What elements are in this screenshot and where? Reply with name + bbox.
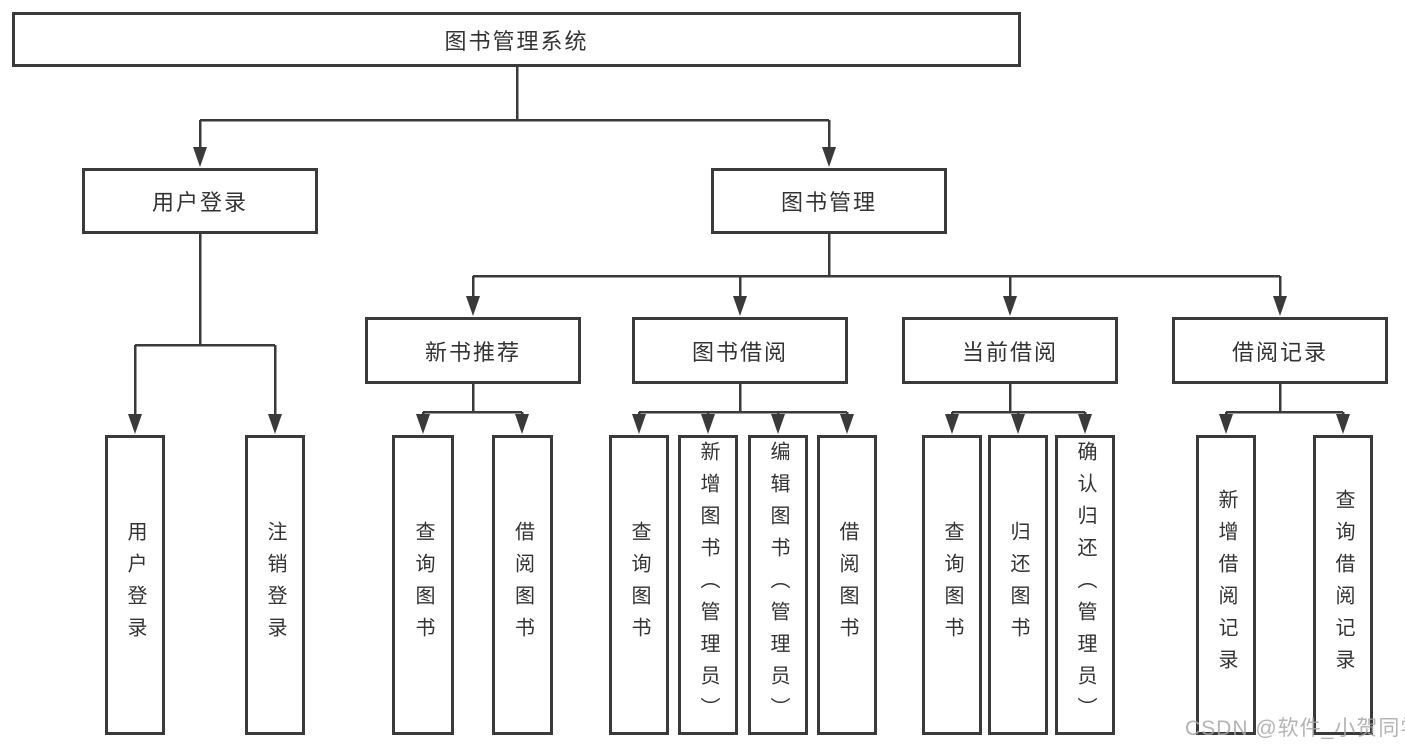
leaf-confirm-return: 确认归还（管理员）	[1055, 435, 1115, 735]
leaf-current-query: 查询图书	[922, 435, 982, 735]
arrowhead-icons	[128, 147, 1350, 434]
leaf-logout: 注销登录	[245, 435, 305, 735]
leaf-newbook-borrow-label: 借阅图书	[511, 521, 534, 649]
leaf-borrow-edit-book-label: 编辑图书（管理员）	[767, 441, 789, 729]
node-current-borrow: 当前借阅	[902, 317, 1118, 384]
node-book-borrow: 图书借阅	[632, 317, 848, 384]
leaf-add-record-label: 新增借阅记录	[1215, 489, 1237, 681]
leaf-borrow-book: 借阅图书	[817, 435, 877, 735]
leaf-borrow-query: 查询图书	[609, 435, 669, 735]
node-current-borrow-label: 当前借阅	[961, 339, 1058, 365]
node-user-login-label: 用户登录	[151, 190, 248, 215]
node-new-book-recommend: 新书推荐	[365, 317, 581, 384]
leaf-borrow-add-book-label: 新增图书（管理员）	[697, 441, 719, 729]
leaf-borrow-book-label: 借阅图书	[836, 521, 858, 649]
node-borrow-record-label: 借阅记录	[1231, 339, 1328, 365]
node-library-system-label: 图书管理系统	[444, 28, 589, 54]
node-book-management: 图书管理	[711, 168, 947, 234]
leaf-borrow-add-book: 新增图书（管理员）	[678, 435, 738, 735]
leaf-return-book: 归还图书	[988, 435, 1048, 735]
leaf-newbook-query: 查询图书	[392, 435, 454, 735]
leaf-user-login-label: 用户登录	[124, 521, 146, 649]
node-user-login: 用户登录	[82, 168, 318, 234]
csdn-watermark: CSDN @软件_小贺同学	[1185, 717, 1405, 740]
node-book-borrow-label: 图书借阅	[691, 339, 788, 365]
leaf-logout-label: 注销登录	[264, 521, 286, 649]
leaf-newbook-query-label: 查询图书	[412, 521, 434, 649]
leaf-return-book-label: 归还图书	[1007, 521, 1029, 649]
leaf-newbook-borrow: 借阅图书	[492, 435, 553, 735]
leaf-user-login: 用户登录	[105, 435, 165, 735]
node-new-book-recommend-label: 新书推荐	[424, 339, 521, 365]
leaf-query-record-label: 查询借阅记录	[1332, 489, 1354, 681]
leaf-borrow-query-label: 查询图书	[628, 521, 650, 649]
connector-paths	[133, 67, 1345, 417]
node-borrow-record: 借阅记录	[1172, 317, 1388, 384]
leaf-add-record: 新增借阅记录	[1196, 435, 1256, 735]
leaf-borrow-edit-book: 编辑图书（管理员）	[748, 435, 808, 735]
node-book-management-label: 图书管理	[780, 190, 877, 215]
leaf-confirm-return-label: 确认归还（管理员）	[1074, 441, 1096, 729]
leaf-query-record: 查询借阅记录	[1313, 435, 1373, 735]
node-library-system: 图书管理系统	[12, 12, 1021, 67]
leaf-current-query-label: 查询图书	[941, 521, 963, 649]
